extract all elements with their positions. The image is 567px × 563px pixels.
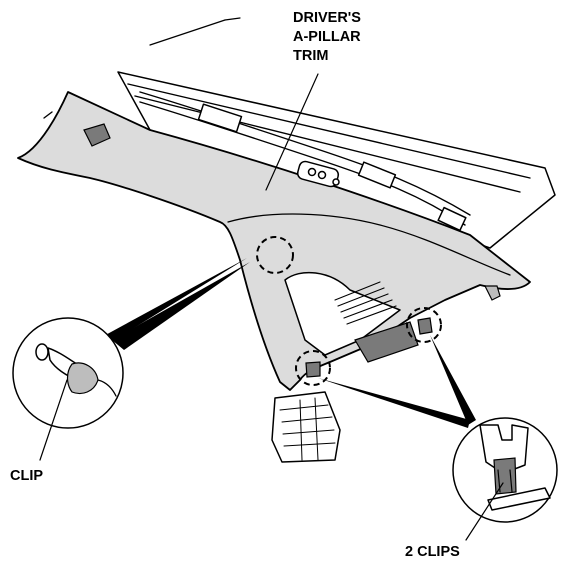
pedal-assembly: [271, 391, 341, 463]
trim-label-line2: A-PILLAR: [293, 29, 361, 45]
clip-location-markers: [256, 236, 442, 386]
two-clips-label: 2 CLIPS: [405, 544, 460, 560]
right-clip-marker: [406, 307, 442, 343]
wire-harness: [139, 91, 471, 232]
vent-slots: [334, 281, 397, 325]
clip-detail-circle: [12, 317, 124, 429]
lower-clip-marker: [295, 350, 331, 386]
trim-label-line3: TRIM: [293, 48, 328, 64]
two-clips-detail-circle: [452, 417, 558, 523]
callout-wedges: [100, 258, 476, 428]
upper-clip-marker: [256, 236, 294, 274]
leader-lines: [39, 73, 504, 541]
clip-label: CLIP: [10, 468, 43, 484]
trim-label-line1: DRIVER'S: [293, 10, 361, 26]
